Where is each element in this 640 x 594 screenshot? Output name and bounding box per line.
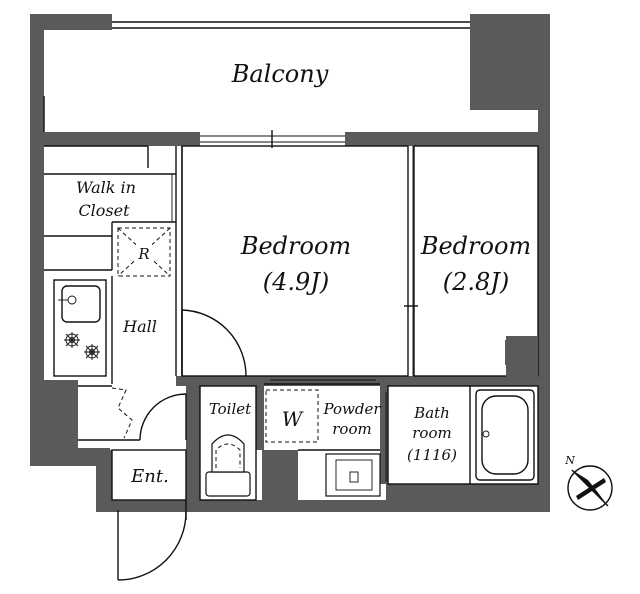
walk-in-closet-label-line2: Closet	[78, 201, 130, 220]
powder-room-label-line1: Powder	[322, 400, 381, 418]
stove-icon	[64, 332, 100, 360]
bedroom-1-door	[181, 309, 247, 377]
hall: Hall	[111, 146, 177, 384]
bathtub-icon	[475, 389, 535, 481]
bath-label-line1: Bath	[413, 404, 450, 422]
refrigerator-space: R	[117, 227, 171, 277]
balcony-sliding-door	[200, 130, 345, 148]
refrigerator-label: R	[137, 245, 149, 263]
washbasin-icon	[325, 453, 381, 497]
walls	[30, 14, 550, 512]
compass-north-label: N	[564, 454, 575, 467]
bath-size-label: (1116)	[407, 446, 457, 464]
bath-label-line2: room	[412, 424, 451, 442]
bedroom-2-label: Bedroom	[420, 232, 531, 260]
walk-in-closet: Walk in Closet	[44, 145, 177, 271]
washer-space: W	[265, 389, 319, 443]
sink-icon	[61, 285, 101, 323]
toilet-icon	[205, 434, 251, 497]
bedroom-1: Bedroom (4.9J)	[181, 145, 409, 377]
toilet-label: Toilet	[209, 400, 252, 418]
bedroom-2: Bedroom (2.8J)	[413, 145, 539, 378]
bedroom-2-size: (2.8J)	[443, 268, 510, 296]
hall-label: Hall	[122, 317, 157, 336]
bedroom-1-size: (4.9J)	[263, 268, 330, 296]
entrance-door	[117, 510, 187, 581]
balcony-label: Balcony	[231, 60, 329, 88]
walk-in-closet-label-line1: Walk in	[76, 178, 136, 197]
compass: N	[564, 454, 613, 511]
kitchen-counter	[53, 279, 107, 377]
entrance: Ent.	[111, 449, 187, 581]
powder-room-label-line2: room	[332, 420, 371, 438]
entrance-label: Ent.	[130, 466, 169, 487]
bath-room: Bath room (1116)	[385, 385, 539, 485]
washer-label: W	[282, 407, 304, 431]
bedroom-partition	[404, 146, 418, 376]
powder-room: Powder room	[264, 379, 381, 497]
balcony: Balcony	[43, 21, 470, 132]
shoe-cabinet	[78, 385, 187, 441]
bedroom-1-label: Bedroom	[240, 232, 351, 260]
toilet-room: Toilet	[199, 385, 257, 501]
